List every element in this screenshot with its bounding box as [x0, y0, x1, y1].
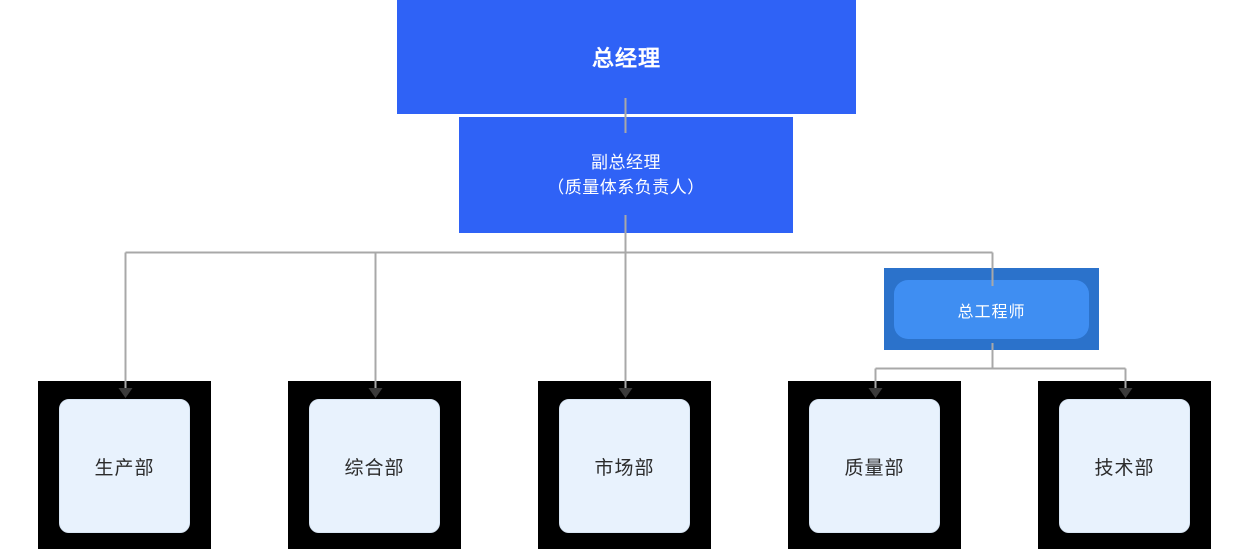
deputy-general-manager-label-line2: （质量体系负责人） [547, 178, 705, 197]
node-department-general-affairs: 综合部 [288, 381, 461, 549]
department-label: 市场部 [594, 457, 655, 479]
node-department-production: 生产部 [38, 381, 211, 549]
department-label: 综合部 [344, 457, 405, 479]
deputy-general-manager-label-line1: 副总经理 [591, 153, 661, 172]
department-card: 技术部 [1059, 399, 1190, 533]
chief-engineer-label: 总工程师 [957, 303, 1026, 321]
department-card: 市场部 [559, 399, 690, 533]
node-chief-engineer: 总工程师 [884, 268, 1099, 350]
department-card: 综合部 [309, 399, 440, 533]
department-card: 生产部 [59, 399, 190, 533]
node-general-manager: 总经理 [397, 0, 856, 114]
chief-engineer-pill: 总工程师 [894, 280, 1089, 339]
department-label: 质量部 [844, 457, 905, 479]
node-department-marketing: 市场部 [538, 381, 711, 549]
node-department-quality: 质量部 [788, 381, 961, 549]
department-label: 生产部 [94, 457, 155, 479]
general-manager-label: 总经理 [591, 46, 661, 71]
department-card: 质量部 [809, 399, 940, 533]
node-department-technology: 技术部 [1038, 381, 1211, 549]
node-deputy-general-manager: 副总经理 （质量体系负责人） [459, 117, 793, 233]
department-label: 技术部 [1094, 457, 1155, 479]
